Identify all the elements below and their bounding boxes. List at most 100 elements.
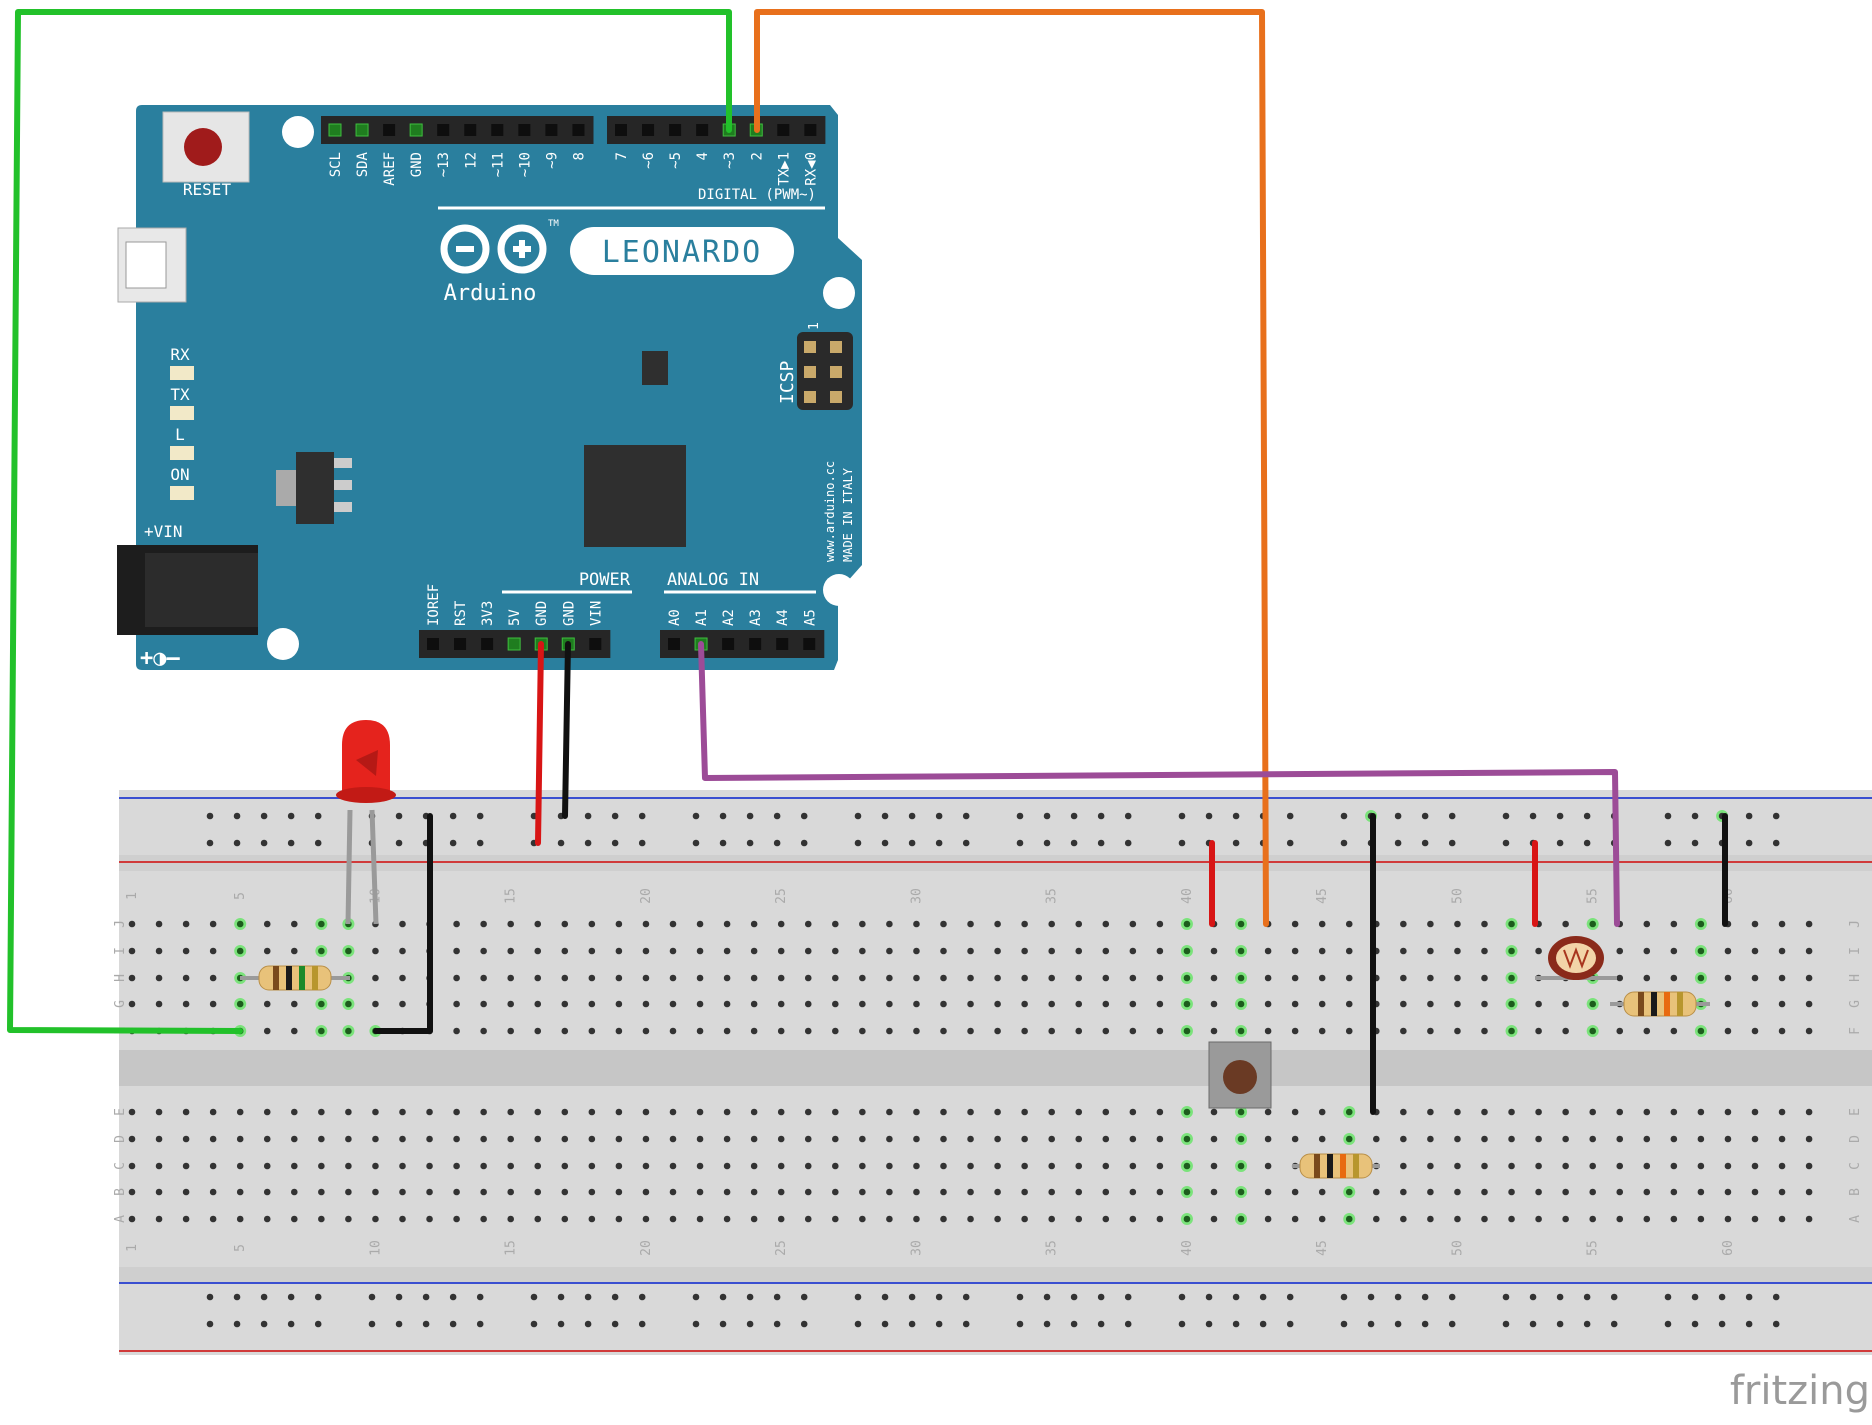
logo-minus [456,246,474,252]
rail-hole [719,839,727,847]
hole [669,1027,677,1035]
hole [1427,1162,1434,1170]
hole [588,1135,596,1143]
hole [1805,947,1813,955]
pin-label: 12 [463,152,479,169]
hole [804,1108,812,1116]
rail-hole [908,1293,916,1301]
hole [263,1000,271,1008]
hole [913,1135,920,1143]
hole [615,1188,623,1196]
hole [1481,920,1488,928]
hole [236,1108,244,1116]
hole [642,920,650,928]
rail-hole [1070,839,1078,847]
rail-hole [1502,1293,1510,1301]
hole [1616,974,1624,982]
hole [1643,974,1651,982]
hole [291,920,298,928]
hole [1400,1000,1407,1008]
rail-hole [1232,812,1240,820]
hole [1589,1188,1596,1196]
hole [1183,1188,1191,1196]
rail-hole [719,1320,727,1328]
rail-hole [422,1320,430,1328]
hole [1264,947,1272,955]
row-letter-label: B [1848,1188,1863,1196]
rail-hole [854,1320,862,1328]
row-letter-label: F [1848,1027,1863,1035]
hole [1021,947,1028,955]
row-letter-label: E [1848,1108,1863,1116]
rail-hole [692,1320,700,1328]
hole [750,1162,758,1170]
hole [1237,1108,1245,1116]
wire-green [7,9,732,1034]
hole [1508,947,1515,955]
hole [480,1135,487,1143]
hole [263,1162,271,1170]
hole [209,947,217,955]
hole [1264,1162,1272,1170]
hole [1805,1000,1813,1008]
rail-hole [1664,1293,1672,1301]
hole [1535,1162,1542,1170]
status-led [170,406,194,420]
row-letter-label: H [1848,974,1863,982]
rail-hole [638,1320,646,1328]
column-number-label: 35 [1045,1240,1060,1256]
hole [426,1108,433,1116]
hole [1427,1108,1434,1116]
rail-hole [1016,839,1024,847]
rail-hole [1502,839,1510,847]
hole [1291,1108,1299,1116]
hole [886,1027,893,1035]
hole [318,947,325,955]
hole [1670,1188,1678,1196]
rail-hole [1529,812,1537,820]
power-jack-barrel [145,553,258,627]
hole [588,920,596,928]
rail-hole [1691,839,1699,847]
hole [534,947,542,955]
hole [182,974,190,982]
hole [642,1215,650,1223]
hole [696,1000,704,1008]
hole [426,1215,433,1223]
hole [128,1108,136,1116]
status-led [170,446,194,460]
row-letter-label: A [1848,1215,1863,1223]
hole [182,920,190,928]
hole [696,974,704,982]
hole [561,1135,569,1143]
rail-hole [1421,1293,1429,1301]
hole [291,1215,298,1223]
rail-hole [908,839,916,847]
rail-hole [1610,1293,1618,1301]
hole [1670,974,1678,982]
header-pin [642,124,655,136]
hole [1021,1162,1028,1170]
rail-hole [1232,1320,1240,1328]
hole [534,974,542,982]
hole [669,947,677,955]
rail-hole [746,812,754,820]
rail-hole [1016,1293,1024,1301]
rail-hole [476,1293,484,1301]
column-number-label: 40 [1180,888,1195,904]
rail-hole [1583,839,1591,847]
column-number-label: 45 [1315,1240,1330,1256]
hole [777,974,785,982]
rail-hole [449,839,457,847]
hole [453,974,460,982]
led-label-rx: RX [170,345,190,364]
rail-hole [314,812,322,820]
hole [480,1027,487,1035]
hole [1210,1000,1218,1008]
column-number-label: 30 [909,888,924,904]
hole [318,1188,325,1196]
wire-purple [698,641,1620,927]
regulator-pin [334,502,352,512]
hole [1805,1188,1813,1196]
